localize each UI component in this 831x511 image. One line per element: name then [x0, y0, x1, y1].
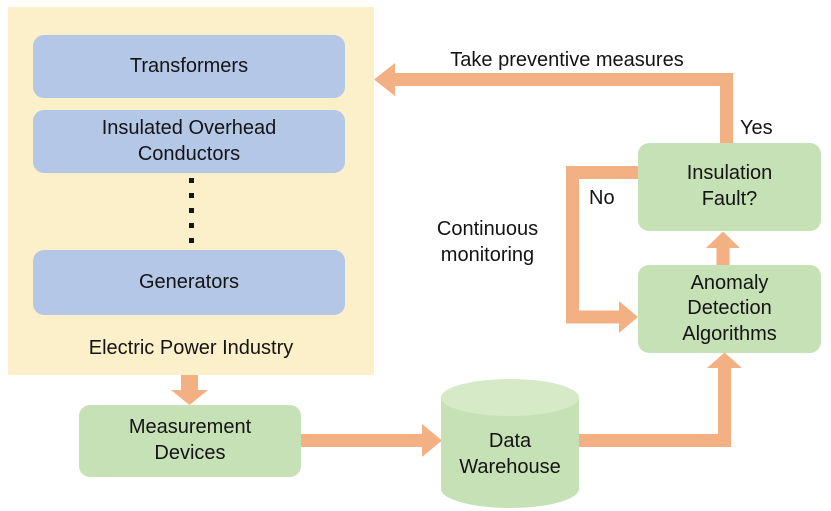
data-warehouse-cylinder-top: [441, 379, 579, 416]
node-insulation-fault: Insulation Fault?: [638, 143, 821, 231]
node-transformers-label: Transformers: [129, 54, 249, 77]
node-insulated-overhead-conductors: Insulated Overhead Conductors: [33, 110, 345, 173]
node-anomaly-detection-algorithms-label: Anomaly Detection Algorithms: [682, 271, 777, 345]
node-measurement-devices-label: Measurement Devices: [128, 416, 252, 464]
arrow-warehouse-to-anomaly: [579, 352, 742, 447]
connector-line: [579, 368, 731, 447]
edge-label-yes: Yes: [740, 117, 773, 139]
node-insulated-overhead-conductors-label: Insulated Overhead Conductors: [101, 116, 277, 165]
node-anomaly-detection-algorithms: Anomaly Detection Algorithms: [638, 265, 821, 353]
arrow-measurement-to-warehouse: [301, 424, 442, 457]
arrowhead-right-icon: [619, 301, 638, 333]
node-data-warehouse: Data Warehouse: [441, 412, 579, 496]
arrowhead-down-icon: [171, 390, 208, 405]
edge-label-continuous-monitoring: Continuous monitoring: [436, 218, 539, 266]
arrow-fault-yes-to-industry: [374, 63, 733, 143]
node-transformers: Transformers: [33, 35, 345, 98]
node-generators-label: Generators: [138, 270, 240, 293]
connector-line: [395, 73, 733, 143]
edge-label-no: No: [589, 187, 615, 209]
node-insulation-fault-label: Insulation Fault?: [686, 162, 773, 210]
node-data-warehouse-label: Data Warehouse: [459, 430, 561, 478]
arrow-industry-to-measurement: [171, 374, 208, 405]
node-generators: Generators: [33, 250, 345, 315]
arrow-anomaly-to-fault: [706, 231, 740, 265]
electric-power-industry-container: Transformers Insulated Overhead Conducto…: [8, 7, 374, 375]
arrowhead-up-icon: [707, 352, 742, 368]
electric-power-industry-label: Electric Power Industry: [88, 337, 294, 359]
arrowhead-right-icon: [422, 424, 442, 457]
edge-label-take-preventive-measures: Take preventive measures: [450, 49, 684, 71]
arrowhead-up-icon: [706, 231, 740, 248]
node-measurement-devices: Measurement Devices: [79, 405, 301, 477]
arrowhead-left-icon: [374, 63, 395, 96]
ellipsis-dots-icon: [8, 178, 374, 243]
